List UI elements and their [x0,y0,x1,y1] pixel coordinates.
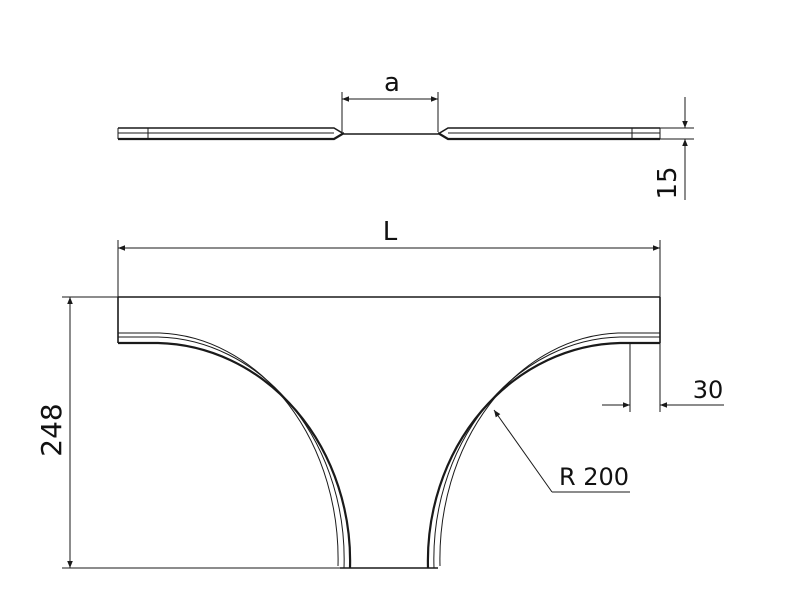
plan-left-curve-inner [118,332,339,567]
dim-a-label: a [384,68,400,98]
dim-R-leader [493,409,553,493]
dim-248-label: 248 [35,403,68,456]
side-view [117,127,661,141]
plan-right-curve-inner [439,332,660,567]
dimension-thickness: 15 [653,97,694,200]
plan-view [117,296,661,569]
plan-left-curve-mid [118,336,345,569]
dimension-flange: 30 [602,343,724,412]
dim-R-label: R 200 [559,463,629,491]
dim-15-label: 15 [653,166,683,199]
plan-left-curve-outer [118,341,352,569]
side-view-top-edge [118,127,660,135]
plan-right-curve-outer [426,341,660,569]
dimension-a: a [341,68,439,132]
side-view-right-bottom [437,132,660,141]
dimension-radius: R 200 [493,409,630,493]
dim-L-label: L [383,217,398,247]
dim-30-label: 30 [693,376,724,404]
dimension-height: 248 [35,296,340,569]
dimension-length: L [117,217,661,297]
side-view-left-bottom [118,132,345,141]
plan-right-curve-mid [433,336,660,569]
